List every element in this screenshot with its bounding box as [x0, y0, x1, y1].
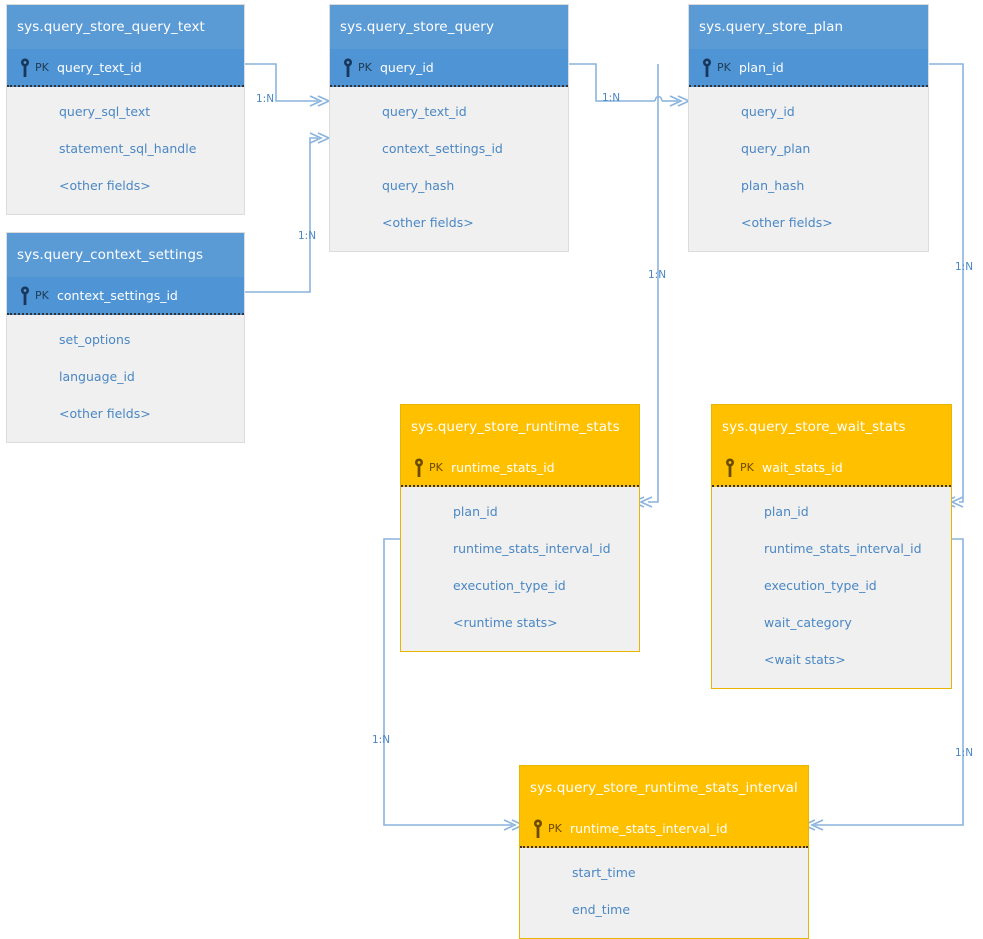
entity-query-store-runtime-stats[interactable]: sys.query_store_runtime_stats PK runtime…	[400, 404, 640, 652]
entity-field: runtime_stats_interval_id	[453, 541, 611, 556]
entity-primary-key-row[interactable]: PK query_text_id	[7, 49, 244, 87]
entity-field-list: set_options language_id <other fields>	[7, 315, 244, 442]
pk-badge: PK	[35, 61, 49, 74]
entity-field-list: query_text_id context_settings_id query_…	[330, 87, 568, 251]
entity-field: <wait stats>	[764, 652, 846, 667]
entity-field: wait_category	[764, 615, 852, 630]
connector-context-settings-to-query	[245, 137, 318, 293]
entity-field: <other fields>	[59, 406, 151, 421]
primary-key-icon	[703, 58, 711, 77]
entity-primary-key-row[interactable]: PK context_settings_id	[7, 277, 244, 315]
entity-field: start_time	[572, 865, 636, 880]
connector-line-hop	[654, 95, 663, 102]
entity-title: sys.query_store_plan	[689, 5, 928, 49]
pk-badge: PK	[429, 461, 443, 474]
entity-field-list: query_id query_plan plan_hash <other fie…	[689, 87, 928, 251]
relationship-label-plan-to-runtime-stats: 1:N	[648, 269, 667, 281]
pk-field-name: runtime_stats_id	[451, 460, 555, 475]
entity-field: query_plan	[741, 141, 811, 156]
primary-key-icon	[21, 58, 29, 77]
entity-primary-key-row[interactable]: PK runtime_stats_interval_id	[520, 810, 808, 848]
entity-field: set_options	[59, 332, 131, 347]
entity-field: <runtime stats>	[453, 615, 558, 630]
relationship-label-query-to-plan: 1:N	[602, 92, 621, 104]
connector-plan-to-runtime-stats	[648, 64, 659, 503]
pk-field-name: query_id	[380, 60, 434, 75]
pk-badge: PK	[717, 61, 731, 74]
entity-title: sys.query_store_query_text	[7, 5, 244, 49]
entity-query-store-runtime-stats-interval[interactable]: sys.query_store_runtime_stats_interval P…	[519, 765, 809, 939]
pk-badge: PK	[740, 461, 754, 474]
entity-primary-key-row[interactable]: PK plan_id	[689, 49, 928, 87]
entity-field: query_sql_text	[59, 104, 151, 119]
entity-field-list: start_time end_time	[520, 848, 808, 938]
entity-field: runtime_stats_interval_id	[764, 541, 922, 556]
relationship-label-runtime-stats-to-interval: 1:N	[372, 734, 391, 746]
entity-title: sys.query_context_settings	[7, 233, 244, 277]
arrowhead-query-to-plan	[669, 95, 690, 107]
entity-primary-key-row[interactable]: PK runtime_stats_id	[401, 449, 639, 487]
arrowhead-context-settings-to-query	[309, 132, 330, 144]
entity-query-store-query[interactable]: sys.query_store_query PK query_id query_…	[329, 4, 569, 252]
relationship-label-plan-to-wait-stats: 1:N	[955, 261, 974, 273]
pk-field-name: wait_stats_id	[762, 460, 843, 475]
entity-field: <other fields>	[741, 215, 833, 230]
pk-field-name: runtime_stats_interval_id	[570, 821, 728, 836]
entity-title: sys.query_store_runtime_stats_interval	[520, 766, 808, 810]
pk-field-name: query_text_id	[57, 60, 142, 75]
entity-field: execution_type_id	[453, 578, 566, 593]
entity-primary-key-row[interactable]: PK wait_stats_id	[712, 449, 951, 487]
pk-field-name: context_settings_id	[57, 288, 178, 303]
entity-field: language_id	[59, 369, 135, 384]
entity-primary-key-row[interactable]: PK query_id	[330, 49, 568, 87]
primary-key-icon	[726, 458, 734, 477]
primary-key-icon	[21, 286, 29, 305]
entity-field: execution_type_id	[764, 578, 877, 593]
entity-title: sys.query_store_wait_stats	[712, 405, 951, 449]
entity-title: sys.query_store_query	[330, 5, 568, 49]
entity-field: query_hash	[382, 178, 455, 193]
pk-badge: PK	[35, 289, 49, 302]
primary-key-icon	[415, 458, 423, 477]
entity-field: query_id	[741, 104, 795, 119]
primary-key-icon	[344, 58, 352, 77]
entity-field-list: plan_id runtime_stats_interval_id execut…	[712, 487, 951, 688]
entity-field: statement_sql_handle	[59, 141, 197, 156]
entity-field-list: query_sql_text statement_sql_handle <oth…	[7, 87, 244, 214]
entity-query-store-query-text[interactable]: sys.query_store_query_text PK query_text…	[6, 4, 245, 215]
entity-field: <other fields>	[59, 178, 151, 193]
relationship-label-context-settings-to-query: 1:N	[298, 230, 317, 242]
pk-badge: PK	[548, 822, 562, 835]
entity-field: context_settings_id	[382, 141, 503, 156]
pk-badge: PK	[358, 61, 372, 74]
entity-field: plan_hash	[741, 178, 805, 193]
entity-field: query_text_id	[382, 104, 467, 119]
relationship-label-wait-stats-to-interval: 1:N	[955, 747, 974, 759]
entity-title: sys.query_store_runtime_stats	[401, 405, 639, 449]
entity-field: end_time	[572, 902, 631, 917]
entity-field: <other fields>	[382, 215, 474, 230]
entity-query-context-settings[interactable]: sys.query_context_settings PK context_se…	[6, 232, 245, 443]
arrowhead-query-text-to-query	[309, 95, 330, 107]
entity-field: plan_id	[764, 504, 809, 519]
entity-field-list: plan_id runtime_stats_interval_id execut…	[401, 487, 639, 651]
entity-query-store-wait-stats[interactable]: sys.query_store_wait_stats PK wait_stats…	[711, 404, 952, 689]
entity-query-store-plan[interactable]: sys.query_store_plan PK plan_id query_id…	[688, 4, 929, 252]
relationship-label-query-text-to-query: 1:N	[256, 93, 275, 105]
pk-field-name: plan_id	[739, 60, 784, 75]
primary-key-icon	[534, 819, 542, 838]
entity-field: plan_id	[453, 504, 498, 519]
